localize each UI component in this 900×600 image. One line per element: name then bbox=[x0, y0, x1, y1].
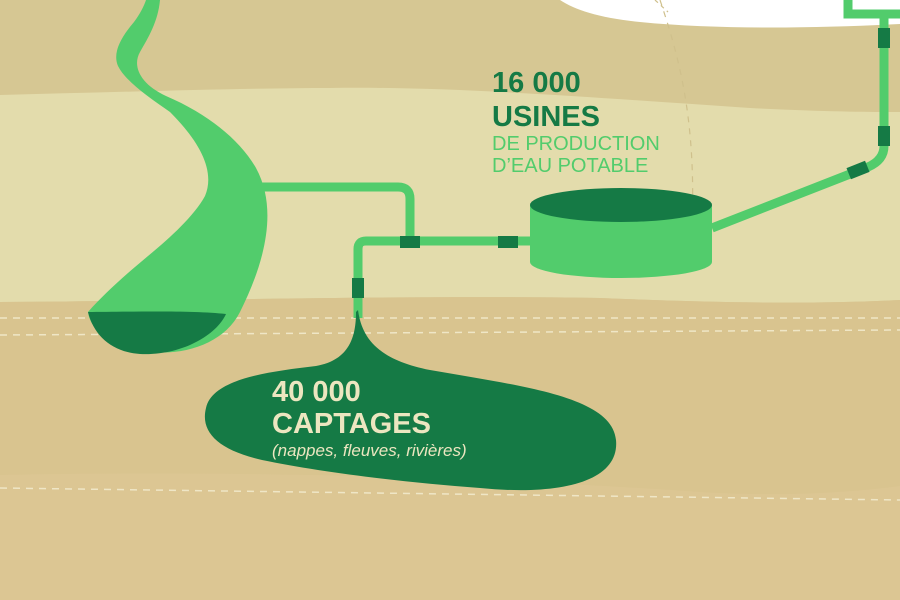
usines-number: 16 000 bbox=[492, 67, 581, 99]
captages-number: 40 000 bbox=[272, 376, 361, 408]
sky-patch bbox=[560, 0, 900, 28]
pipe-joint bbox=[498, 236, 518, 248]
usines-sub-line2: D’EAU POTABLE bbox=[492, 155, 648, 177]
dashed-line bbox=[654, 0, 669, 13]
pipe-joint bbox=[878, 28, 890, 48]
pipe-joint bbox=[352, 278, 364, 298]
captages-label: CAPTAGES bbox=[272, 408, 431, 440]
pipe-joint bbox=[400, 236, 420, 248]
river bbox=[88, 0, 268, 353]
pipe-joint bbox=[846, 160, 870, 180]
pipe bbox=[843, 0, 900, 19]
reservoir-water bbox=[88, 311, 226, 355]
pipe bbox=[710, 9, 900, 233]
treatment-tank-top bbox=[530, 188, 712, 222]
treatment-tank bbox=[530, 205, 712, 278]
captages-note: (nappes, fleuves, rivières) bbox=[272, 441, 467, 460]
usines-sub-line1: DE PRODUCTION bbox=[492, 133, 660, 155]
pipe-joint bbox=[878, 126, 890, 146]
usines-label: USINES bbox=[492, 101, 600, 133]
ground-bottom bbox=[0, 473, 900, 600]
aquifer-blob bbox=[204, 310, 617, 491]
